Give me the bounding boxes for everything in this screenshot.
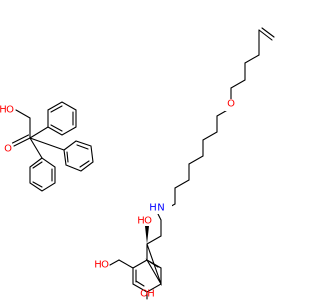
bond bbox=[13, 137, 31, 147]
bond bbox=[50, 124, 63, 132]
bond bbox=[146, 235, 162, 245]
ring bbox=[47, 101, 77, 136]
bond bbox=[32, 181, 43, 188]
bond bbox=[15, 109, 31, 119]
phenol-ring bbox=[132, 243, 162, 293]
atom-label-h-hydroxymethyl: H bbox=[94, 260, 102, 271]
bond bbox=[29, 137, 65, 151]
atom-label-o-benzylic: O bbox=[144, 216, 152, 227]
phenyl-ring-top bbox=[47, 101, 77, 136]
atom-label-o-carbonyl: O bbox=[4, 144, 12, 155]
atom-label-h-amine: H bbox=[149, 203, 157, 214]
bond bbox=[157, 213, 162, 221]
structure-diagram: O H O bbox=[0, 27, 275, 300]
bond bbox=[79, 160, 90, 168]
ring bbox=[29, 157, 56, 192]
atom-label-h-phenol: H bbox=[147, 289, 155, 300]
atom-label-h-hydroxyl: H bbox=[0, 105, 7, 116]
ring-outline-part bbox=[145, 258, 162, 287]
bond bbox=[261, 27, 275, 38]
bond bbox=[118, 259, 134, 269]
bond bbox=[66, 151, 69, 163]
arylethanolamine: O N H H O H O O H bbox=[94, 27, 275, 300]
structure-canvas: O H O bbox=[0, 27, 275, 300]
bond bbox=[29, 126, 49, 139]
bond bbox=[202, 131, 218, 141]
bond bbox=[29, 137, 43, 159]
atom-label-h-benzylic: H bbox=[137, 216, 145, 227]
wedge-bond bbox=[145, 226, 149, 244]
atom-label-o-phenol: O bbox=[140, 289, 148, 300]
bond bbox=[76, 144, 89, 150]
atom-label-o-hydroxymethyl: O bbox=[101, 260, 109, 271]
bond bbox=[11, 134, 30, 144]
ring bbox=[63, 140, 94, 172]
bond bbox=[109, 259, 120, 266]
bond bbox=[188, 155, 204, 165]
bond bbox=[258, 29, 273, 41]
atom-label-n: N bbox=[157, 203, 164, 214]
bond bbox=[174, 179, 190, 189]
bond bbox=[244, 54, 260, 64]
phenyl-ring-right bbox=[63, 140, 94, 172]
ring-outline-part bbox=[132, 243, 162, 293]
bond bbox=[230, 79, 246, 89]
bond bbox=[135, 280, 145, 287]
bond bbox=[32, 161, 43, 169]
bond bbox=[149, 261, 159, 268]
label-bg bbox=[225, 99, 237, 111]
bond bbox=[50, 105, 63, 113]
triphenylacetic-acid: O H O bbox=[0, 101, 94, 192]
phenyl-ring-bottom bbox=[29, 157, 56, 192]
label-bg bbox=[150, 202, 172, 214]
atom-label-o-ether: O bbox=[227, 99, 235, 110]
atom-label-o-hydroxyl: O bbox=[6, 105, 14, 116]
